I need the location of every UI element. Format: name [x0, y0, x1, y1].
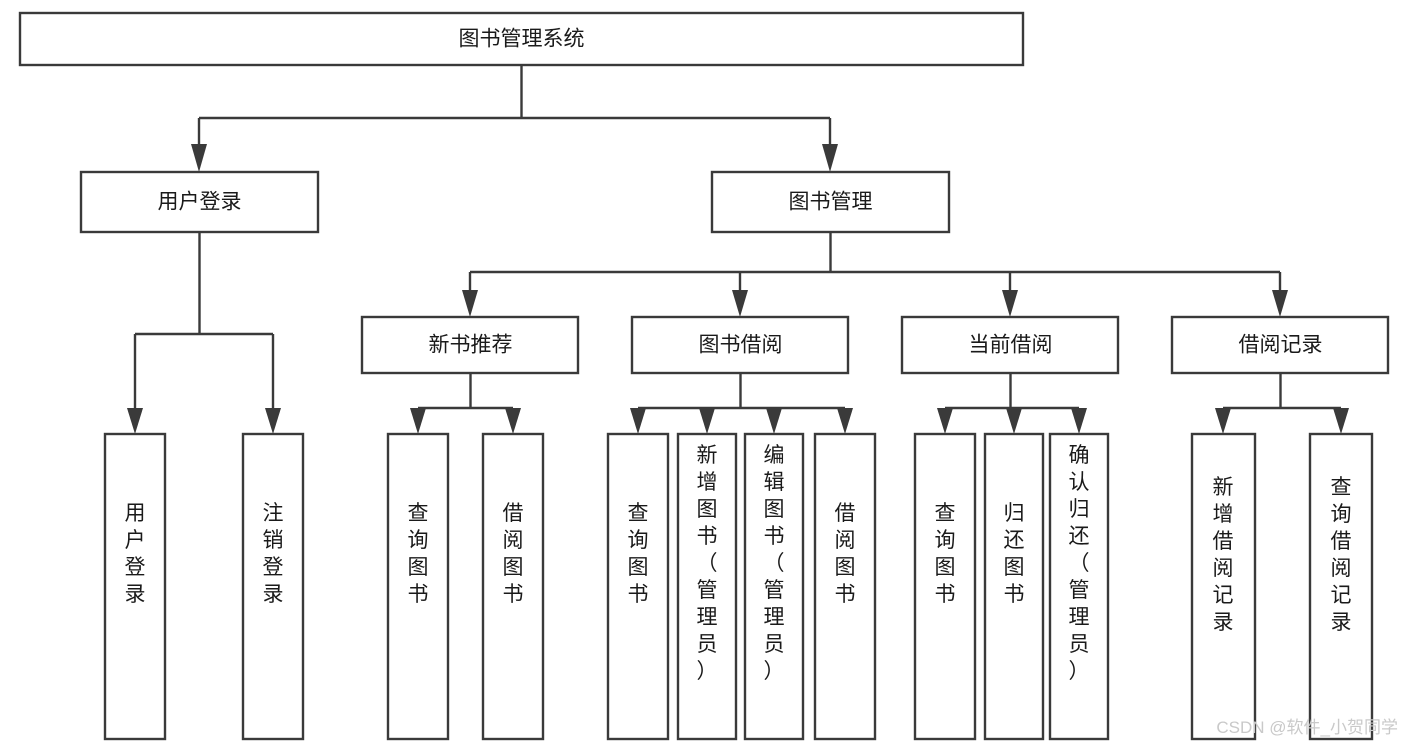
node-user-login-label: 用户登录 [158, 191, 242, 214]
node-leaf-user-login-label: 用户登录 [125, 502, 146, 606]
arrow-head-leaf-query-record [1333, 408, 1349, 434]
node-new-book-rec-label: 新书推荐 [429, 334, 513, 357]
node-leaf-user-login-box[interactable] [103, 432, 167, 741]
node-leaf-add-book[interactable]: 新增图书（管理员） [676, 432, 738, 741]
node-current-borrow[interactable]: 当前借阅 [900, 315, 1120, 375]
node-leaf-user-login[interactable]: 用户登录 [103, 432, 167, 741]
arrow-head-leaf-user-logout [265, 408, 281, 434]
node-leaf-return-book-box[interactable] [983, 432, 1045, 741]
node-leaf-add-book-box[interactable] [676, 432, 738, 741]
node-leaf-edit-book[interactable]: 编辑图书（管理员） [743, 432, 805, 741]
node-leaf-add-book-label: 新增图书（管理员） [697, 444, 718, 683]
node-current-borrow-label: 当前借阅 [969, 334, 1053, 357]
node-new-book-rec-box[interactable] [360, 315, 580, 375]
node-borrow-record[interactable]: 借阅记录 [1170, 315, 1390, 375]
node-borrow-record-label: 借阅记录 [1239, 334, 1323, 357]
node-leaf-query-record-box[interactable] [1308, 432, 1374, 741]
node-leaf-query-record[interactable]: 查询借阅记录 [1308, 432, 1374, 741]
node-user-login[interactable]: 用户登录 [79, 170, 320, 234]
leaf-nodes-layer: 用户登录 注销登录 查询图书 借阅图书 查询图书 新增图书（管理员） [103, 432, 1374, 741]
node-root-label: 图书管理系统 [459, 28, 585, 51]
node-leaf-query-book-1-box[interactable] [386, 432, 450, 741]
node-book-borrow-box[interactable] [630, 315, 850, 375]
node-leaf-borrow-book-1-box[interactable] [481, 432, 545, 741]
node-user-login-box[interactable] [79, 170, 320, 234]
node-leaf-query-book-2[interactable]: 查询图书 [606, 432, 670, 741]
arrow-head-leaf-add-book [699, 408, 715, 434]
node-current-borrow-box[interactable] [900, 315, 1120, 375]
node-leaf-confirm-return-label: 确认归还（管理员） [1069, 444, 1090, 683]
node-leaf-borrow-book-1-label: 借阅图书 [503, 502, 524, 606]
node-leaf-query-book-1[interactable]: 查询图书 [386, 432, 450, 741]
node-leaf-confirm-return-box[interactable] [1048, 432, 1110, 741]
node-leaf-query-book-3-box[interactable] [913, 432, 977, 741]
arrow-head-leaf-query-book-2 [630, 408, 646, 434]
node-leaf-query-book-2-box[interactable] [606, 432, 670, 741]
arrow-head-leaf-query-book-1 [410, 408, 426, 434]
arrow-head-book-manage [822, 144, 838, 172]
node-leaf-user-logout-box[interactable] [241, 432, 305, 741]
node-book-manage-box[interactable] [710, 170, 951, 234]
node-leaf-query-book-1-label: 查询图书 [408, 502, 429, 606]
arrow-head-leaf-edit-book [766, 408, 782, 434]
node-root-box[interactable] [18, 11, 1025, 67]
arrow-head-leaf-return-book [1006, 408, 1022, 434]
arrow-head-current-borrow [1002, 290, 1018, 317]
node-book-manage-label: 图书管理 [789, 191, 873, 214]
node-root[interactable]: 图书管理系统 [18, 11, 1025, 67]
arrow-head-book-borrow [732, 290, 748, 317]
node-leaf-borrow-book-1[interactable]: 借阅图书 [481, 432, 545, 741]
arrow-head-leaf-add-record [1215, 408, 1231, 434]
node-leaf-return-book-label: 归还图书 [1004, 502, 1025, 606]
node-book-borrow-label: 图书借阅 [699, 334, 783, 357]
node-leaf-borrow-book-2-label: 借阅图书 [835, 502, 856, 606]
csdn-watermark: CSDN @软件_小贺同学 [1216, 718, 1398, 737]
arrow-head-borrow-record [1272, 290, 1288, 317]
node-leaf-edit-book-label: 编辑图书（管理员） [764, 444, 785, 683]
node-book-borrow[interactable]: 图书借阅 [630, 315, 850, 375]
node-leaf-query-book-2-label: 查询图书 [628, 502, 649, 606]
node-new-book-rec[interactable]: 新书推荐 [360, 315, 580, 375]
node-leaf-confirm-return[interactable]: 确认归还（管理员） [1048, 432, 1110, 741]
arrow-head-leaf-borrow-book-1 [505, 408, 521, 434]
node-leaf-edit-book-box[interactable] [743, 432, 805, 741]
node-leaf-user-logout[interactable]: 注销登录 [241, 432, 305, 741]
connectors-layer [127, 65, 1349, 434]
node-leaf-return-book[interactable]: 归还图书 [983, 432, 1045, 741]
node-leaf-add-record-box[interactable] [1190, 432, 1257, 741]
arrow-head-new-book-rec [462, 290, 478, 317]
arrow-head-leaf-borrow-book-2 [837, 408, 853, 434]
arrow-head-leaf-confirm-return [1071, 408, 1087, 434]
node-leaf-add-record-label: 新增借阅记录 [1213, 476, 1234, 634]
node-leaf-query-record-label: 查询借阅记录 [1331, 476, 1352, 634]
arrow-head-leaf-user-login [127, 408, 143, 434]
arrow-head-user-login [191, 144, 207, 172]
node-leaf-query-book-3-label: 查询图书 [935, 502, 956, 606]
node-leaf-borrow-book-2-box[interactable] [813, 432, 877, 741]
node-borrow-record-box[interactable] [1170, 315, 1390, 375]
node-book-manage[interactable]: 图书管理 [710, 170, 951, 234]
node-leaf-user-logout-label: 注销登录 [263, 502, 284, 606]
node-leaf-borrow-book-2[interactable]: 借阅图书 [813, 432, 877, 741]
node-leaf-query-book-3[interactable]: 查询图书 [913, 432, 977, 741]
arrow-head-leaf-query-book-3 [937, 408, 953, 434]
node-leaf-add-record[interactable]: 新增借阅记录 [1190, 432, 1257, 741]
